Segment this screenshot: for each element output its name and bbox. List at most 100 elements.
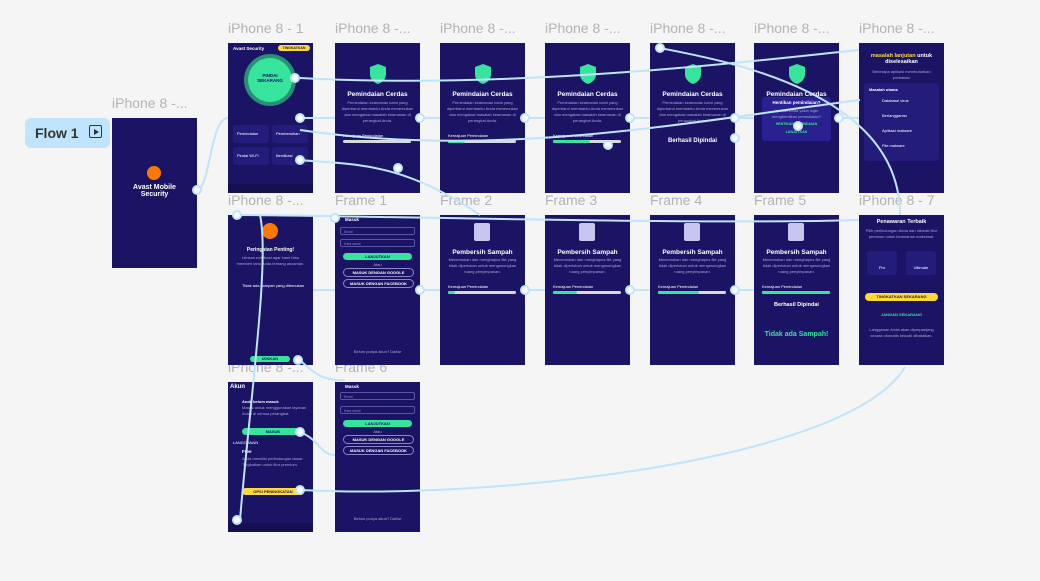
stop-dialog[interactable]: Hentikan pemindaian? Apakah Anda yakin i… bbox=[762, 97, 831, 141]
app-name: Avast Security bbox=[233, 46, 265, 51]
frame-label: iPhone 8 - 7 bbox=[859, 192, 935, 208]
bottom-nav[interactable] bbox=[228, 523, 313, 532]
tile-more[interactable]: Berdikasi bbox=[272, 147, 308, 165]
email-field[interactable]: Email bbox=[340, 392, 415, 400]
submit-button[interactable]: LANJUTKAN bbox=[343, 420, 412, 427]
progress-fill bbox=[658, 291, 699, 294]
cleaner-frame-3[interactable]: Pembersih Sampah Menemukan dan menghapus… bbox=[545, 215, 630, 365]
issue-item[interactable]: Database virus bbox=[882, 98, 909, 103]
play-icon[interactable] bbox=[89, 125, 102, 138]
scan-button[interactable]: PINDAI SEKARANG bbox=[248, 58, 292, 102]
skip-button[interactable]: JANGAN SEKARANG bbox=[881, 312, 922, 317]
scan-frame-4[interactable]: Pemindaian Cerdas Pemindaian keamanan ka… bbox=[650, 43, 735, 193]
tile-label: Pembersihan bbox=[276, 131, 300, 136]
scan-frame-1[interactable]: Pemindaian Cerdas Pemindaian keamanan ka… bbox=[335, 43, 420, 193]
login-title: Masuk bbox=[345, 217, 360, 222]
scan-title: Pemindaian Cerdas bbox=[557, 91, 618, 98]
notif-item: Tidak ada sampah yang ditemukan bbox=[242, 283, 305, 288]
stop-yes-button[interactable]: HENTIKAN PEMINDAIAN bbox=[775, 122, 818, 126]
trash-icon bbox=[579, 223, 595, 241]
issue-item[interactable]: Berlangganan bbox=[882, 113, 907, 118]
frame-label: iPhone 8 -... bbox=[112, 95, 188, 111]
cleaner-title: Pembersih Sampah bbox=[662, 249, 723, 256]
upgrade-badge[interactable]: TINGKATKAN bbox=[278, 45, 310, 51]
trash-icon bbox=[474, 223, 490, 241]
progress-label: Kemajuan Pemindaian bbox=[448, 133, 489, 138]
subscription-section: LANGGANAN bbox=[233, 440, 259, 445]
tile-label: Pemindaian bbox=[237, 131, 259, 136]
upgrade-options-button[interactable]: OPSI PENINGKATAN bbox=[242, 488, 304, 495]
issue-item[interactable]: Aplikasi malware bbox=[882, 128, 913, 133]
frame-label: iPhone 8 -... bbox=[335, 20, 411, 36]
tile-label: Berdikasi bbox=[276, 153, 293, 158]
email-field[interactable]: Email bbox=[340, 227, 415, 235]
home-frame[interactable]: Avast Security TINGKATKAN PINDAI SEKARAN… bbox=[228, 43, 313, 193]
progress-bar bbox=[553, 140, 621, 143]
frame-label: iPhone 8 -... bbox=[545, 20, 621, 36]
cleaner-empty: Tidak ada Sampah! bbox=[764, 331, 829, 338]
fine-print: Langganan Anda akan diperpanjang secara … bbox=[869, 327, 934, 338]
bottom-nav[interactable] bbox=[228, 184, 313, 193]
account-frame[interactable]: Akun Anda belum masuk Masuk untuk menggu… bbox=[228, 382, 313, 532]
login-frame-1[interactable]: Masuk Email Kata sandi LANJUTKAN Atau MA… bbox=[335, 215, 420, 365]
submit-button[interactable]: LANJUTKAN bbox=[343, 253, 412, 260]
tile-scan[interactable]: Pemindaian bbox=[233, 125, 269, 143]
facebook-button[interactable]: MASUK DENGAN FACEBOOK bbox=[343, 279, 414, 288]
splash-frame[interactable]: Avast Mobile Security bbox=[112, 118, 197, 268]
plan-pro[interactable]: Pro bbox=[867, 251, 897, 275]
frame-label: iPhone 8 -... bbox=[859, 20, 935, 36]
progress-bar bbox=[448, 140, 516, 143]
google-button[interactable]: MASUK DENGAN GOOGLE bbox=[343, 435, 414, 444]
cleaner-frame-5[interactable]: Pembersih Sampah Menemukan dan menghapus… bbox=[754, 215, 839, 365]
issues-frame[interactable]: masalah lanjutan untuk diselesaikan Bebe… bbox=[859, 43, 944, 193]
or-divider: Atau bbox=[373, 262, 382, 267]
issue-item[interactable]: File malware bbox=[882, 143, 905, 148]
password-field[interactable]: Kata sandi bbox=[340, 239, 415, 247]
scan-desc: Pemindaian keamanan kami yang diperbarui… bbox=[551, 100, 624, 123]
login-frame-2[interactable]: Masuk Email Kata sandi LANJUTKAN Atau MA… bbox=[335, 382, 420, 532]
login-button[interactable]: MASUK bbox=[242, 428, 304, 435]
cleaner-frame-2[interactable]: Pembersih Sampah Menemukan dan menghapus… bbox=[440, 215, 525, 365]
issues-subtitle: Beberapa aplikasi membutuhkan perhatian bbox=[872, 69, 931, 80]
scan-frame-3[interactable]: Pemindaian Cerdas Pemindaian keamanan ka… bbox=[545, 43, 630, 193]
facebook-button[interactable]: MASUK DENGAN FACEBOOK bbox=[343, 446, 414, 455]
issues-title-c: untuk diselesaikan bbox=[885, 53, 933, 65]
stop-no-button[interactable]: LANJUTKAN bbox=[785, 130, 808, 134]
plan-ultimate[interactable]: Ultimate bbox=[906, 251, 936, 275]
allow-button[interactable]: IZINKAN bbox=[250, 356, 290, 362]
tile-wifi[interactable]: Pindai Wi-Fi bbox=[233, 147, 269, 165]
upgrade-cta-button[interactable]: TINGKATKAN SEKARANG bbox=[865, 293, 938, 301]
frame-label: Frame 4 bbox=[650, 192, 703, 208]
wire bbox=[196, 117, 229, 191]
plan-label: Ultimate bbox=[913, 265, 929, 270]
scan-frame-2[interactable]: Pemindaian Cerdas Pemindaian keamanan ka… bbox=[440, 43, 525, 193]
shield-icon bbox=[789, 64, 805, 84]
progress-bar bbox=[343, 140, 411, 143]
cleaner-frame-4[interactable]: Pembersih Sampah Menemukan dan menghapus… bbox=[650, 215, 735, 365]
frame-label: Frame 1 bbox=[335, 192, 388, 208]
cleaner-title: Pembersih Sampah bbox=[557, 249, 618, 256]
flow-tag[interactable]: Flow 1 bbox=[25, 118, 110, 148]
signup-link[interactable]: Belum punya akun? Daftar bbox=[353, 516, 402, 521]
password-field[interactable]: Kata sandi bbox=[340, 406, 415, 414]
offer-title: Penawaran Terbaik bbox=[876, 219, 927, 225]
progress-fill bbox=[762, 291, 830, 294]
google-button[interactable]: MASUK DENGAN GOOGLE bbox=[343, 268, 414, 277]
offer-frame[interactable]: Penawaran Terbaik Pilih perlindungan And… bbox=[859, 215, 944, 365]
frame-label: Frame 5 bbox=[754, 192, 807, 208]
frame-label: iPhone 8 -... bbox=[650, 20, 726, 36]
notif-frame[interactable]: Peringatan Penting! Izinkan notifikasi a… bbox=[228, 215, 313, 365]
progress-fill bbox=[553, 291, 577, 294]
cleaner-desc: Menemukan dan menghapus file yang tidak … bbox=[762, 257, 831, 274]
progress-label: Kemajuan Pemindaian bbox=[762, 284, 803, 289]
trash-icon bbox=[684, 223, 700, 241]
plan-name: Free bbox=[242, 449, 252, 454]
account-title: Akun bbox=[230, 384, 245, 390]
issues-list: Masalah utama Database virus Berlanggana… bbox=[864, 83, 939, 161]
scan-frame-5[interactable]: Pemindaian Cerdas Hentikan pemindaian? A… bbox=[754, 43, 839, 193]
tile-clean[interactable]: Pembersihan bbox=[272, 125, 308, 143]
signup-link[interactable]: Belum punya akun? Daftar bbox=[353, 349, 402, 354]
shield-icon bbox=[580, 64, 596, 84]
progress-bar bbox=[448, 291, 516, 294]
scan-title: Pemindaian Cerdas bbox=[662, 91, 723, 98]
